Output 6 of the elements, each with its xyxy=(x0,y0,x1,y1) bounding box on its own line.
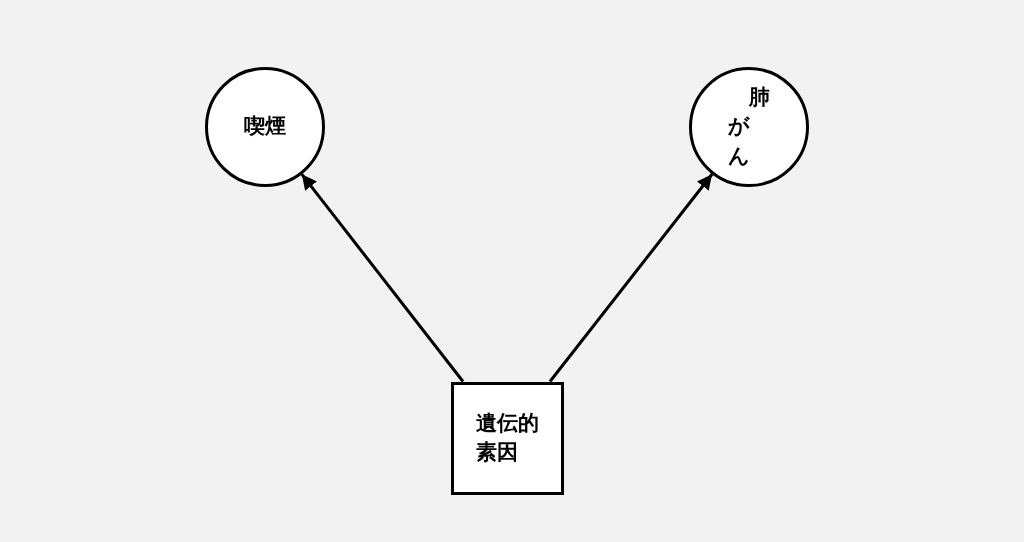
box-node xyxy=(450,381,564,495)
arrow xyxy=(300,173,465,383)
node-label: 喫煙 xyxy=(244,113,286,141)
arrow xyxy=(548,173,714,383)
node-label: 肺がん xyxy=(728,83,770,170)
node-label: 遺伝的素因 xyxy=(475,409,539,466)
